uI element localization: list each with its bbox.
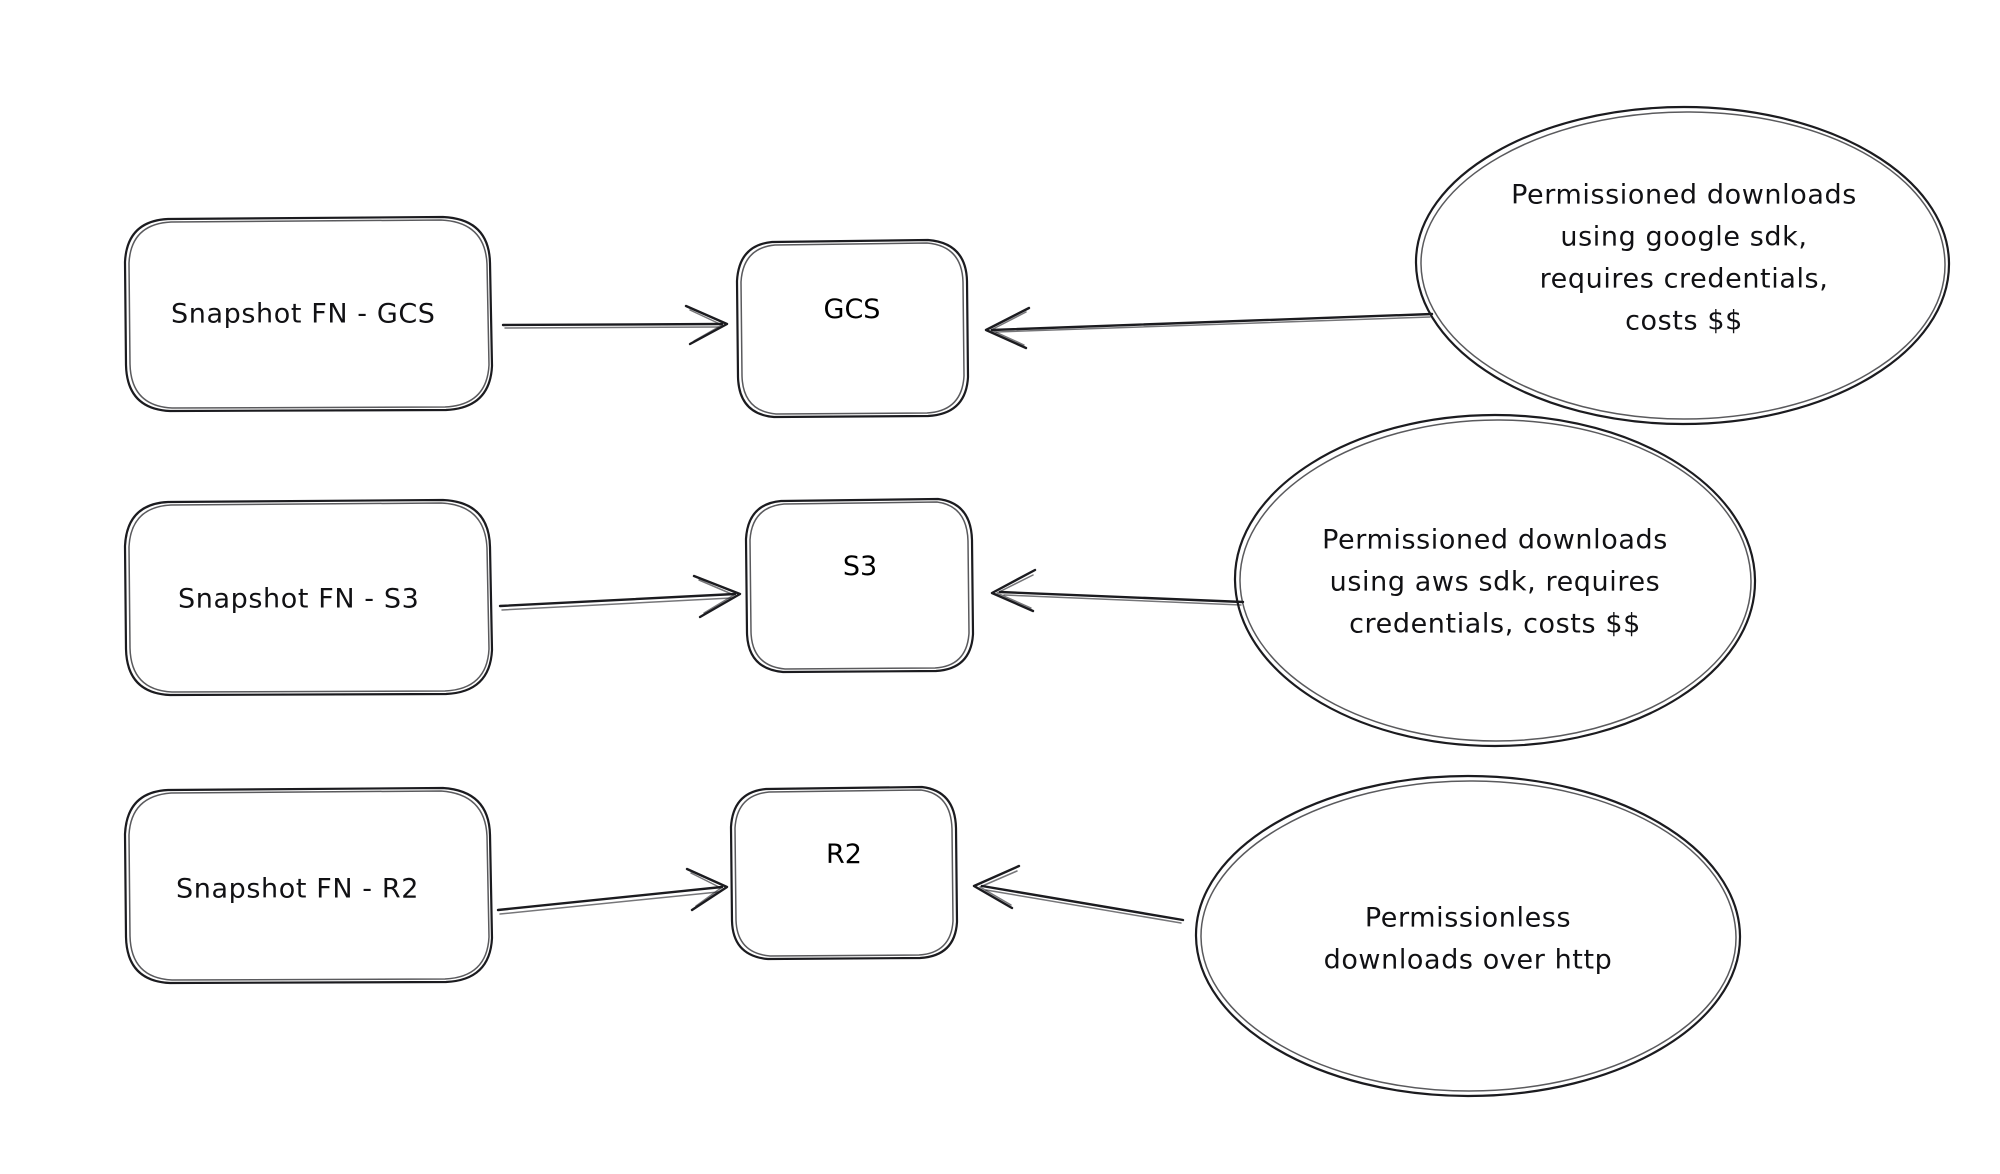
note-bubble-s3-line-3: credentials, costs $$ xyxy=(1349,609,1641,640)
edge-snapshot-fn-gcs-to-gcs xyxy=(501,304,729,346)
node-snapshot-fn-s3[interactable]: Snapshot FN - S3 xyxy=(123,498,494,697)
node-s3-label: S3 xyxy=(843,551,877,582)
note-bubble-gcs[interactable]: Permissioned downloads using google sdk,… xyxy=(1414,105,1951,426)
node-gcs-label: GCS xyxy=(824,294,881,325)
note-bubble-r2-line-1: Permissionless xyxy=(1365,903,1571,934)
node-r2-label: R2 xyxy=(826,839,862,870)
node-s3[interactable]: S3 xyxy=(744,497,975,674)
edge-s3-note-to-s3 xyxy=(990,568,1245,613)
note-bubble-s3-line-2: using aws sdk, requires xyxy=(1330,567,1661,598)
node-snapshot-fn-gcs[interactable]: Snapshot FN - GCS xyxy=(123,215,494,413)
node-snapshot-fn-s3-label: Snapshot FN - S3 xyxy=(178,584,419,615)
note-bubble-gcs-line-2: using google sdk, xyxy=(1560,222,1807,253)
edge-snapshot-fn-r2-to-r2 xyxy=(496,867,729,915)
node-snapshot-fn-r2-label: Snapshot FN - R2 xyxy=(176,874,419,905)
edge-snapshot-fn-s3-to-s3 xyxy=(498,574,742,619)
node-r2[interactable]: R2 xyxy=(729,785,959,961)
gcs-row: Snapshot FN - GCS GCS xyxy=(123,105,1951,426)
note-bubble-gcs-line-4: costs $$ xyxy=(1625,306,1743,337)
node-snapshot-fn-r2[interactable]: Snapshot FN - R2 xyxy=(123,786,494,985)
note-bubble-s3[interactable]: Permissioned downloads using aws sdk, re… xyxy=(1233,413,1757,748)
note-bubble-r2-line-2: downloads over http xyxy=(1324,945,1613,976)
node-snapshot-fn-gcs-label: Snapshot FN - GCS xyxy=(171,299,436,330)
edge-gcs-note-to-gcs xyxy=(984,306,1434,350)
s3-row: Snapshot FN - S3 S3 xyxy=(123,413,1757,748)
r2-row: Snapshot FN - R2 R2 xyxy=(123,774,1742,1098)
note-bubble-r2[interactable]: Permissionless downloads over http xyxy=(1194,774,1742,1098)
note-bubble-gcs-line-1: Permissioned downloads xyxy=(1511,180,1857,211)
note-bubble-s3-line-1: Permissioned downloads xyxy=(1322,525,1668,556)
node-gcs[interactable]: GCS xyxy=(735,238,970,419)
note-bubble-gcs-line-3: requires credentials, xyxy=(1540,264,1829,295)
edge-r2-note-to-r2 xyxy=(972,864,1185,924)
